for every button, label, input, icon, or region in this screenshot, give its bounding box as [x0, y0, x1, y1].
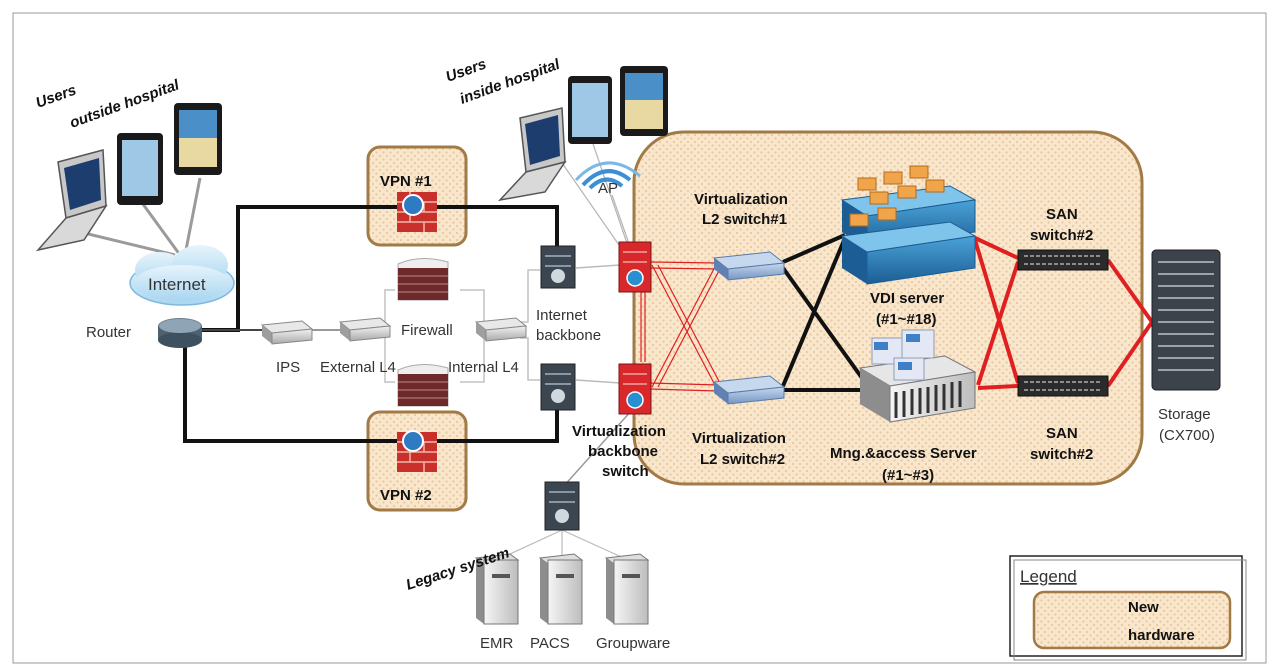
ips-label: IPS — [276, 359, 300, 376]
laptop-inside-icon — [497, 107, 567, 202]
legend-title: Legend — [1020, 567, 1077, 586]
legend-swatch — [1032, 590, 1232, 650]
vpn1-label: VPN #1 — [380, 173, 432, 190]
vdi-server-label-2: (#1~#18) — [876, 311, 936, 328]
internet-backbone-label-2: backbone — [536, 327, 601, 344]
laptop-outside-icon — [35, 149, 108, 252]
virt-l2-1-label-2: L2 switch#1 — [702, 211, 787, 228]
san-switch-bottom-icon — [1017, 375, 1109, 397]
figure-frame — [12, 12, 1267, 664]
internet-backbone-bottom-icon — [540, 363, 576, 411]
firewall-label: Firewall — [401, 322, 453, 339]
virt-backbone-label-2: backbone — [588, 443, 658, 460]
internet-backbone-top-icon — [540, 245, 576, 289]
groupware-label: Groupware — [596, 635, 670, 652]
emr-server-icon — [474, 553, 520, 625]
storage-label-2: (CX700) — [1159, 427, 1215, 444]
external-l4-label: External L4 — [320, 359, 396, 376]
san-top-label: SAN — [1046, 206, 1078, 223]
legend-item-label-2: hardware — [1128, 627, 1195, 644]
pacs-label: PACS — [530, 635, 570, 652]
router-icon — [158, 318, 202, 348]
internal-l4-label: Internal L4 — [448, 359, 519, 376]
virt-backbone-top-icon — [618, 241, 652, 293]
emr-label: EMR — [480, 635, 514, 652]
ips-switch-icon — [260, 320, 314, 345]
tablet-outside-icon — [117, 103, 222, 205]
san-bottom-label: SAN — [1046, 425, 1078, 442]
virt-l2-switch2-icon — [712, 375, 786, 405]
san-switch-top-icon — [1017, 249, 1109, 271]
pacs-server-icon — [538, 553, 584, 625]
ap-wireless-icon — [574, 161, 641, 190]
san-top-label-2: switch#2 — [1030, 227, 1093, 244]
mng-server-label: Mng.&access Server — [830, 445, 977, 462]
legacy-switch-icon — [544, 481, 580, 531]
virt-backbone-label-3: switch — [602, 463, 649, 480]
users-inside-label: Users — [444, 56, 489, 86]
mng-server-label-2: (#1~#3) — [882, 467, 934, 484]
internal-l4-switch-icon — [474, 317, 528, 342]
virt-l2-1-label: Virtualization — [694, 191, 788, 208]
virt-backbone-label: Virtualization — [572, 423, 666, 440]
groupware-server-icon — [604, 553, 650, 625]
mng-server-icon — [858, 329, 977, 423]
vpn2-label: VPN #2 — [380, 487, 432, 504]
legend-item-label: New — [1128, 599, 1159, 616]
ap-label: AP — [598, 180, 618, 197]
legend: Legend New hardware — [1009, 555, 1247, 661]
storage-icon — [1151, 249, 1221, 391]
internet-label: Internet — [148, 275, 206, 294]
storage-label: Storage — [1158, 406, 1211, 423]
virt-l2-2-label: Virtualization — [692, 430, 786, 447]
virt-l2-2-label-2: L2 switch#2 — [700, 451, 785, 468]
vpn1-device-icon — [397, 192, 437, 232]
internet-backbone-label: Internet — [536, 307, 588, 324]
san-bottom-label-2: switch#2 — [1030, 446, 1093, 463]
virt-backbone-bottom-icon — [618, 363, 652, 415]
firewall-top-icon — [397, 258, 449, 301]
users-outside-label: Users — [34, 82, 79, 112]
vdi-server-label: VDI server — [870, 290, 944, 307]
router-label: Router — [86, 324, 131, 341]
external-l4-switch-icon — [338, 317, 392, 342]
users-outside-label-2: outside hospital — [68, 76, 183, 132]
firewall-bottom-icon — [397, 364, 449, 407]
vpn2-device-icon — [397, 430, 437, 472]
virt-l2-switch1-icon — [712, 251, 786, 281]
tablet-inside-icon — [568, 66, 668, 144]
vdi-server-icon — [840, 165, 977, 285]
internet-cloud-icon — [129, 245, 235, 306]
